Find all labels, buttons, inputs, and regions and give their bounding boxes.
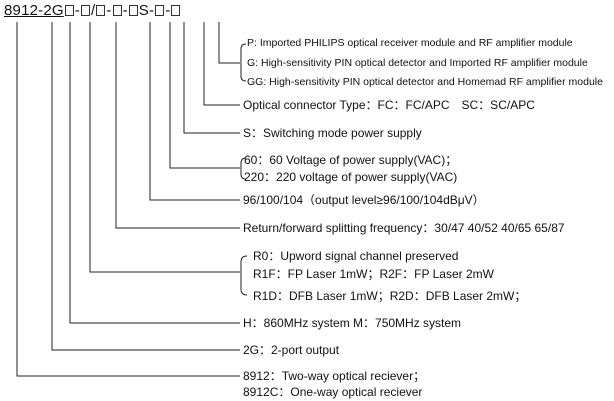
placeholder-box-4 <box>112 5 122 16</box>
code-s-letter: S <box>138 2 149 19</box>
code-sep-1: - <box>74 2 80 19</box>
label-ports: 2G：2-port output <box>243 343 340 357</box>
label-r0: R0：Upword signal channel preserved <box>253 249 459 263</box>
model-code: 8912-2G-/--S-- <box>4 3 181 18</box>
code-sep-4: - <box>148 2 155 19</box>
line-module <box>218 22 240 64</box>
code-sep-5: - <box>165 2 171 19</box>
placeholder-box-3 <box>96 5 106 16</box>
placeholder-box-2 <box>80 5 90 16</box>
placeholder-box-6 <box>155 5 165 16</box>
label-module-gg: GG: High-sensitivity PIN optical detecto… <box>247 76 603 88</box>
code-slash: / <box>90 2 96 19</box>
brace-laser <box>240 255 248 296</box>
placeholder-box-5 <box>128 5 138 16</box>
label-module-p: P: Imported PHILIPS optical receiver mod… <box>247 37 573 49</box>
placeholder-box-7 <box>171 5 181 16</box>
label-switching: S：Switching mode power supply <box>243 126 422 140</box>
line-freq <box>69 22 240 324</box>
brace-module <box>240 43 247 82</box>
code-sep-2: - <box>106 2 112 19</box>
code-prefix: 8912-2G <box>4 2 64 19</box>
label-output-level: 96/100/104（output level≥96/100/104dBμV） <box>243 193 485 207</box>
code-sep-3: - <box>122 2 128 19</box>
label-voltage-60: 60：60 Voltage of power supply(VAC)； <box>244 153 458 167</box>
label-voltage-220: 220：220 voltage of power supply(VAC) <box>244 170 458 184</box>
label-freq: H：860MHz system M：750MHz system <box>243 316 462 330</box>
label-r2: R1D：DFB Laser 1mW；R2D：DFB Laser 2mW； <box>253 289 527 303</box>
label-module-g: G: High-sensitivity PIN optical detector… <box>247 57 588 69</box>
line-connector <box>203 22 240 106</box>
brace-voltage <box>240 157 247 180</box>
line-model <box>16 22 240 377</box>
label-splitting: Return/forward splitting frequency：30/47… <box>243 221 565 235</box>
label-model-1way: 8912C：One-way optical reciever <box>243 385 423 399</box>
line-voltage <box>169 22 240 169</box>
line-switching <box>183 22 240 134</box>
label-r1: R1F：FP Laser 1mW；R2F：FP Laser 2mW <box>253 267 494 281</box>
placeholder-box-1 <box>64 5 74 16</box>
line-output <box>149 22 240 201</box>
line-laser <box>89 22 240 273</box>
line-splitting <box>115 22 240 229</box>
label-model-2way: 8912：Two-way optical reciever； <box>243 369 426 383</box>
line-ports <box>51 22 240 351</box>
label-connector: Optical connector Type：FC：FC/APC SC：SC/A… <box>243 98 535 112</box>
